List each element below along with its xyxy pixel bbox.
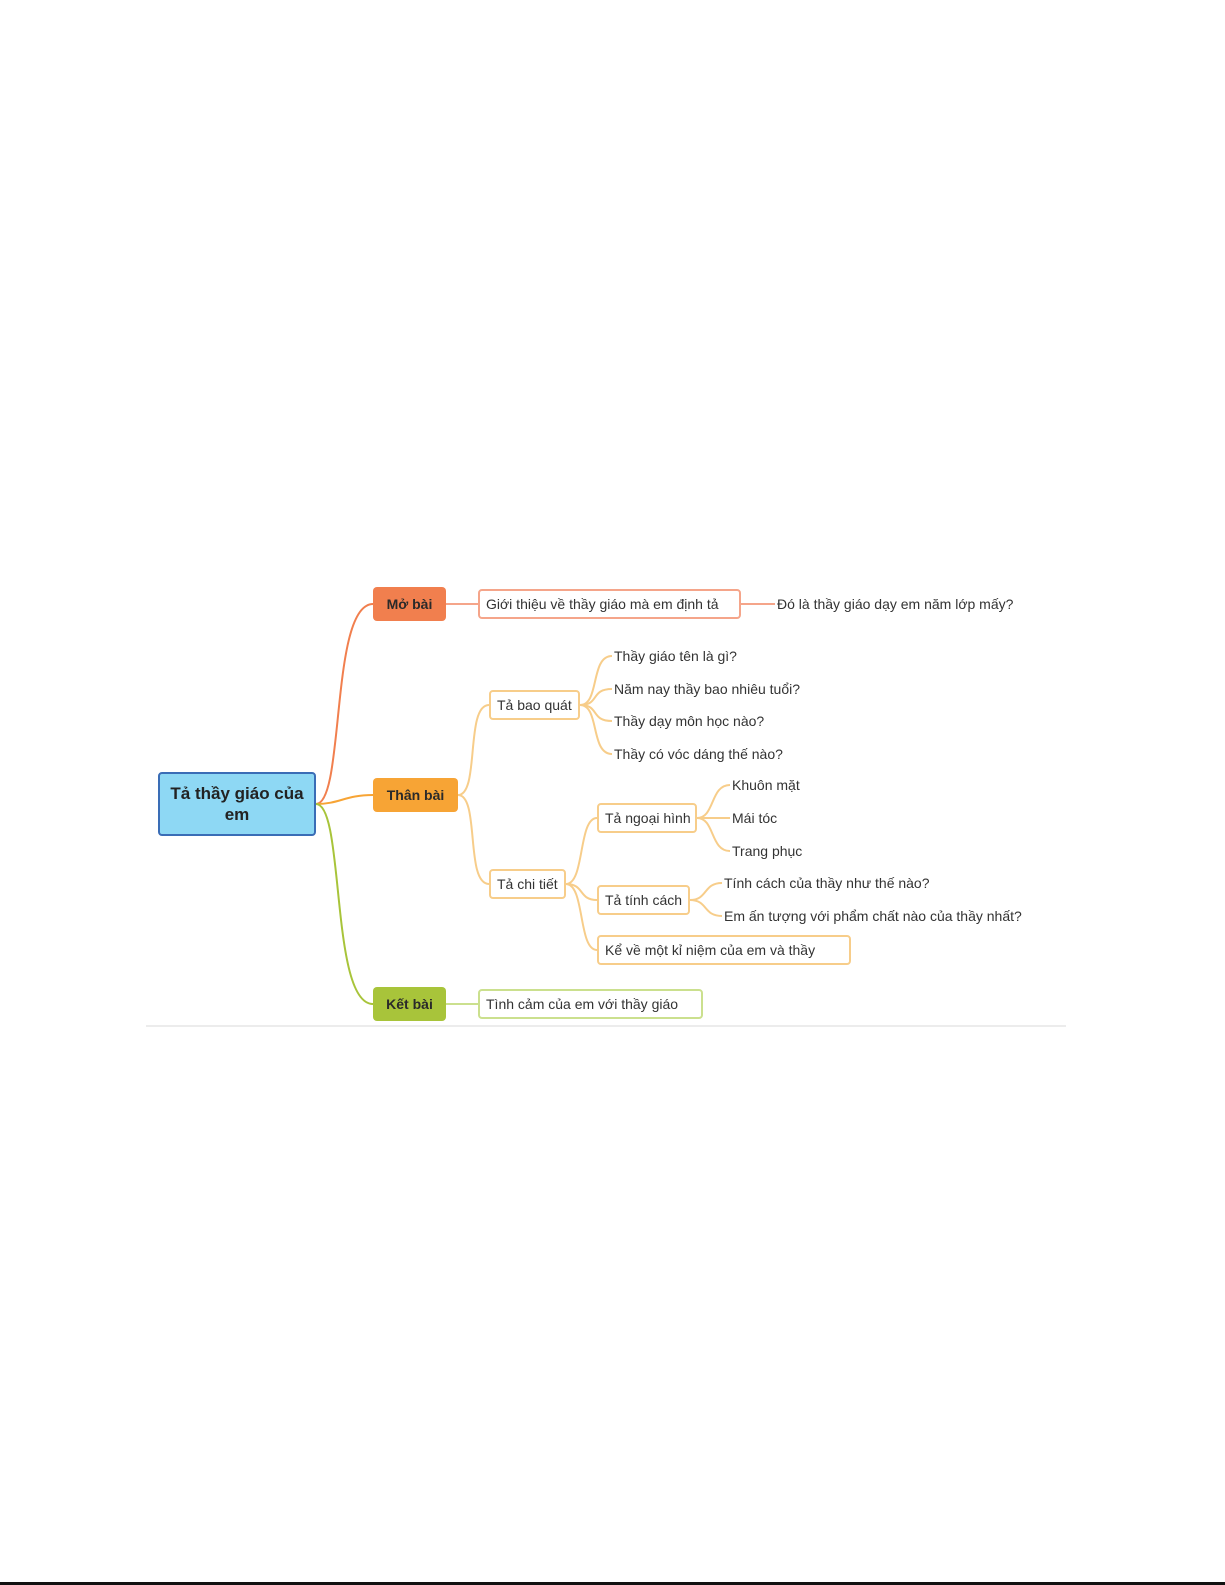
bao-quat-box: Tả bao quát <box>489 690 580 720</box>
bao-quat-item: Năm nay thầy bao nhiêu tuổi? <box>614 681 801 697</box>
connector-than-bai-bao-quat <box>457 704 490 796</box>
page-footer-rule <box>0 1582 1225 1585</box>
ngoai-hinh-item: Mái tóc <box>732 810 778 826</box>
tinh-cach-box: Tả tính cách <box>597 885 690 915</box>
section-than-bai: Thân bài <box>373 778 458 812</box>
ki-niem-box: Kể về một kỉ niệm của em và thầy <box>597 935 851 965</box>
connector-bao-quat-2 <box>579 688 613 706</box>
mo-bai-question: Đó là thầy giáo dạy em năm lớp mấy? <box>777 596 1014 612</box>
section-mo-bai: Mở bài <box>373 587 446 621</box>
ket-bai-feeling-box: Tình cảm của em với thầy giáo <box>478 989 703 1019</box>
bao-quat-item: Thầy có vóc dáng thế nào? <box>614 746 783 762</box>
connector-root-mo-bai <box>315 603 374 805</box>
connector-than-bai-chi-tiet <box>457 794 490 885</box>
connector-tinh-cach-1 <box>689 882 723 901</box>
connector-ngoai-hinh-3 <box>696 817 731 852</box>
ngoai-hinh-item: Khuôn mặt <box>732 777 800 793</box>
connector-bao-quat-4 <box>579 704 613 755</box>
connector-root-ket-bai <box>315 803 374 1005</box>
mo-bai-intro-box: Giới thiệu về thầy giáo mà em định tả <box>478 589 741 619</box>
connector-tinh-cach-2 <box>689 899 723 917</box>
ngoai-hinh-item: Trang phục <box>732 843 803 859</box>
connector-chi-tiet-ngoai-hinh <box>565 817 598 885</box>
image-bottom-edge <box>146 1025 1066 1027</box>
connector-root-than-bai <box>315 794 374 805</box>
connector-bao-quat-3 <box>579 704 613 722</box>
connector-ngoai-hinh-1 <box>696 784 731 819</box>
chi-tiet-box: Tả chi tiết <box>489 869 566 899</box>
tinh-cach-item: Em ấn tượng với phẩm chất nào của thầy n… <box>724 908 1022 924</box>
root-node: Tả thầy giáo của em <box>158 772 316 836</box>
bao-quat-item: Thầy dạy môn học nào? <box>614 713 765 729</box>
bao-quat-item: Thầy giáo tên là gì? <box>614 648 737 664</box>
section-ket-bai: Kết bài <box>373 987 446 1021</box>
connector-chi-tiet-ki-niem <box>565 883 598 951</box>
tinh-cach-item: Tính cách của thầy như thế nào? <box>724 875 930 891</box>
ngoai-hinh-box: Tả ngoại hình <box>597 803 697 833</box>
